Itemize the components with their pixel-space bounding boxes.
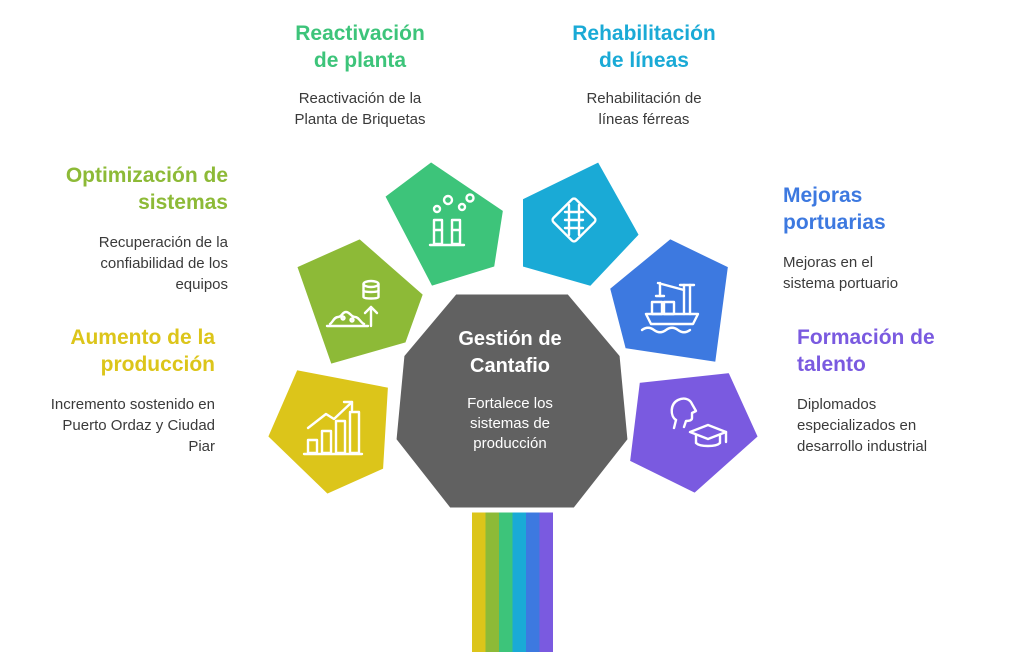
trunk-stripe-rehabilitacion [512, 506, 526, 652]
port-crane-ship-icon [640, 281, 700, 334]
center-description: Fortalece los sistemas de producción [467, 395, 553, 452]
rehabilitacion-title: Rehabilitación de líneas [572, 22, 716, 72]
label-aumento: Aumento de la producción Incremento sost… [45, 324, 215, 457]
label-optimizacion: Optimización de sistemas Recuperación de… [60, 162, 228, 295]
reactivacion-title: Reactivación de planta [295, 22, 425, 72]
database-upload-icon [325, 279, 380, 328]
mejoras-description: Mejoras en el sistema portuario [783, 254, 899, 292]
optimizacion-title: Optimización de sistemas [65, 164, 228, 214]
center-octagon [391, 289, 633, 513]
center-title: Gestión de Cantafio [458, 328, 562, 377]
petal-reactivacion [381, 158, 507, 290]
reactivacion-description: Reactivación de la Planta de Briquetas [294, 90, 426, 128]
label-rehabilitacion: Rehabilitación de líneas Rehabilitación … [544, 20, 744, 130]
trunk-stripe-reactivacion [499, 506, 513, 652]
mejoras-title: Mejoras portuarias [783, 184, 886, 234]
railway-track-icon [551, 197, 597, 243]
aumento-description: Incremento sostenido en Puerto Ordaz y C… [50, 396, 215, 455]
petal-optimizacion [293, 235, 427, 368]
trunk-stripe-optimizacion [485, 506, 499, 652]
factory-chimney-icon [428, 193, 475, 247]
petal-mejoras [606, 235, 732, 366]
label-formacion: Formación de talento Diplomados especial… [797, 324, 967, 457]
formacion-description: Diplomados especializados en desarrollo … [797, 396, 928, 455]
label-mejoras: Mejoras portuarias Mejoras en el sistema… [783, 182, 953, 294]
graduation-cap-icon [670, 397, 728, 448]
petal-rehabilitacion [519, 158, 643, 290]
label-reactivacion: Reactivación de planta Reactivación de l… [260, 20, 460, 130]
rehabilitacion-description: Rehabilitación de líneas férreas [586, 90, 702, 128]
bar-chart-growth-icon [302, 400, 364, 456]
trunk-stripe-aumento [472, 506, 486, 652]
trunk-stripe-formacion [539, 506, 553, 652]
trunk-stripe-mejoras [526, 506, 540, 652]
aumento-title: Aumento de la producción [70, 326, 215, 376]
trunk-stripes [472, 506, 553, 652]
formacion-title: Formación de talento [797, 326, 935, 376]
optimizacion-description: Recuperación de la confiabilidad de los … [98, 234, 228, 293]
